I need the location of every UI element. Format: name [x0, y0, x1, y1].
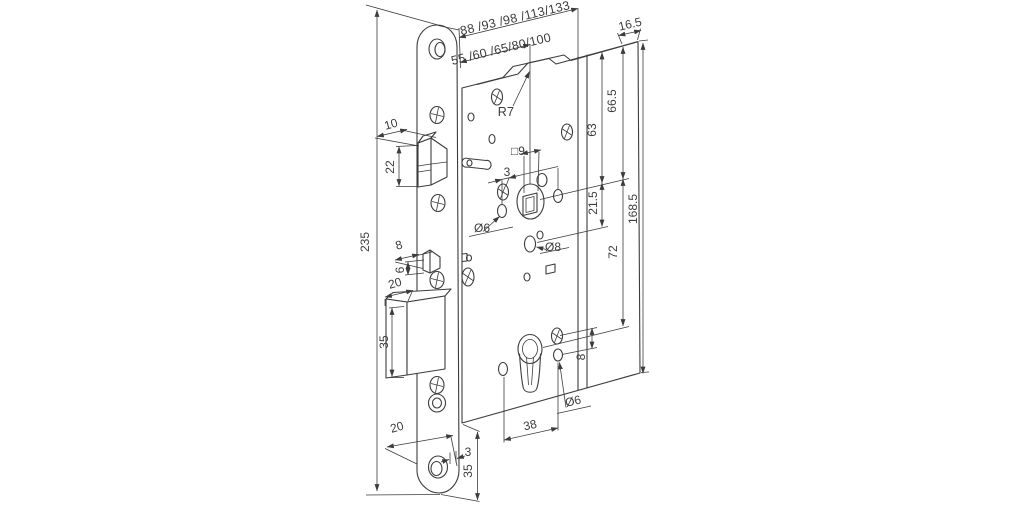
dim-case-depth-options: 88 /93 /98 /113/133	[459, 0, 572, 38]
hole-small-5	[465, 254, 473, 262]
follower-hub	[516, 183, 545, 220]
dim-latch-radius: R7	[498, 105, 515, 119]
faceplate-bottom-hole-countersink	[430, 460, 443, 477]
screw-icon	[430, 193, 446, 213]
screw-icon	[429, 105, 445, 125]
latchbolt	[417, 131, 448, 188]
hole-dia6-left	[496, 203, 508, 219]
faceplate-top-hole-countersink	[434, 41, 446, 58]
dimension-lines	[365, 4, 650, 502]
dim-follower-to-lower-hole: 21.5	[586, 191, 600, 215]
dim-follower-square: □9	[511, 144, 525, 158]
dim-faceplate-end-offset: 35	[461, 464, 475, 478]
dim-follower-offset: 3	[504, 165, 511, 179]
dim-top-to-follower-front: 63	[585, 123, 599, 137]
dim-deadbolt-depth: 20	[387, 274, 404, 291]
screw-icon	[560, 123, 574, 141]
dim-case-height: 168.5	[626, 194, 640, 224]
faceplate-ring-hole-inner	[431, 397, 443, 409]
dim-deadbolt-height: 35	[377, 335, 391, 349]
hole-dia6-bottom-right	[552, 348, 564, 362]
deadbolt	[385, 288, 452, 379]
dim-hole-dia-center: Ø6	[474, 221, 490, 235]
dim-hole-dia-bottom: Ø6	[564, 392, 583, 409]
guide-pin-slot	[461, 157, 492, 170]
hole-dia6-bottom-left	[497, 361, 509, 377]
dim-latch-height: 22	[383, 160, 397, 174]
dim-cylinder-hole-offset: 8	[574, 353, 588, 360]
euro-cylinder-cutout	[517, 333, 543, 393]
faceplate-bottom-hole	[427, 455, 449, 479]
dim-faceplate-thickness: 3	[465, 445, 472, 459]
case-top-back-edge	[476, 41, 638, 86]
auxiliary-trigger	[422, 249, 441, 274]
dim-hole-dia-lower: Ø8	[545, 240, 561, 254]
screw-icon	[461, 267, 475, 287]
screw-icon	[429, 270, 445, 290]
faceplate-ring-hole	[427, 393, 447, 413]
screw-icon	[490, 88, 504, 106]
dim-case-thickness: 16.5	[617, 15, 643, 34]
dim-top-to-follower-back: 66.5	[605, 89, 619, 113]
hole-small-2	[488, 133, 496, 145]
hole-dia8	[523, 235, 537, 253]
guide-pin	[466, 159, 473, 167]
hole-small-4	[523, 272, 531, 282]
square-cutout-small	[545, 263, 556, 275]
dim-faceplate-width: 20	[389, 418, 406, 435]
dim-cylinder-hole-spacing: 38	[522, 417, 539, 434]
hole-small-3	[536, 230, 544, 240]
dim-trigger-height: 6	[393, 266, 407, 273]
hole-upper-right-of-hub	[536, 172, 548, 188]
case-holes	[461, 88, 574, 393]
dim-follower-to-cylinder: 72	[606, 245, 620, 259]
hole-small-top	[467, 112, 475, 122]
screw-icon	[496, 183, 510, 201]
dim-trigger-depth: 8	[394, 237, 405, 252]
dim-faceplate-length: 235	[358, 232, 372, 252]
dim-latch-depth: 10	[383, 115, 400, 132]
follower-square-hole	[522, 192, 538, 217]
screw-icon	[429, 375, 445, 395]
